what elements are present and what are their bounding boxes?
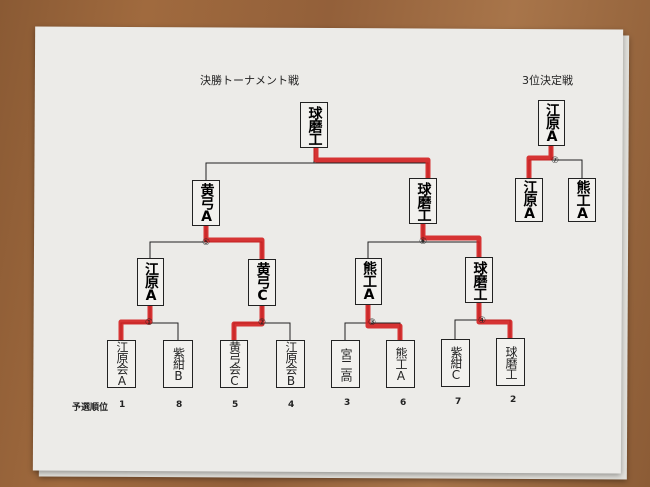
- third-place-title: 3位決定戦: [522, 74, 573, 87]
- rank-label: 予選順位: [72, 403, 109, 413]
- match-number: ⑤: [202, 238, 211, 248]
- third-place-team-box: 熊工A: [568, 178, 596, 222]
- team-box: 球磨工: [496, 338, 525, 386]
- rank-value: 3: [344, 398, 351, 408]
- quarterfinal-box: 黄弓C: [248, 259, 276, 306]
- match-number: ②: [258, 318, 267, 328]
- main-tournament-title: 決勝トーナメント戦: [200, 74, 299, 87]
- rank-value: 6: [400, 398, 407, 408]
- team-box: 熊工A: [386, 340, 415, 388]
- team-box: 紫紺C: [441, 339, 470, 387]
- match-number: ①: [145, 318, 154, 328]
- match-number: ③: [368, 318, 377, 328]
- team-box: 宮二高: [331, 340, 360, 388]
- rank-value: 7: [455, 397, 462, 407]
- team-box: 紫紺B: [163, 340, 193, 388]
- match-number: ⑥: [419, 237, 428, 247]
- rank-value: 8: [176, 400, 183, 410]
- rank-value: 1: [119, 400, 126, 410]
- quarterfinal-box: 球磨工: [465, 257, 493, 303]
- rank-value: 5: [232, 400, 239, 410]
- semifinal-box: 球磨工: [409, 178, 437, 224]
- quarterfinal-box: 熊工A: [355, 258, 382, 305]
- match-number: ⑦: [551, 156, 560, 166]
- team-box: 江原会B: [276, 340, 305, 388]
- team-box: 江原会A: [107, 340, 136, 388]
- match-number: ④: [478, 316, 487, 326]
- team-box: 黄弓会C: [220, 340, 248, 388]
- semifinal-box: 黄弓A: [192, 180, 220, 226]
- winner-path: [118, 146, 554, 340]
- final-connector: [205, 162, 429, 180]
- rank-value: 2: [510, 395, 517, 405]
- rank-value: 4: [288, 400, 295, 410]
- champion-box: 球磨工: [300, 102, 328, 148]
- third-place-team-box: 江原A: [515, 178, 543, 222]
- third-place-winner-box: 江原A: [538, 100, 565, 146]
- quarterfinal-box: 江原A: [137, 258, 164, 306]
